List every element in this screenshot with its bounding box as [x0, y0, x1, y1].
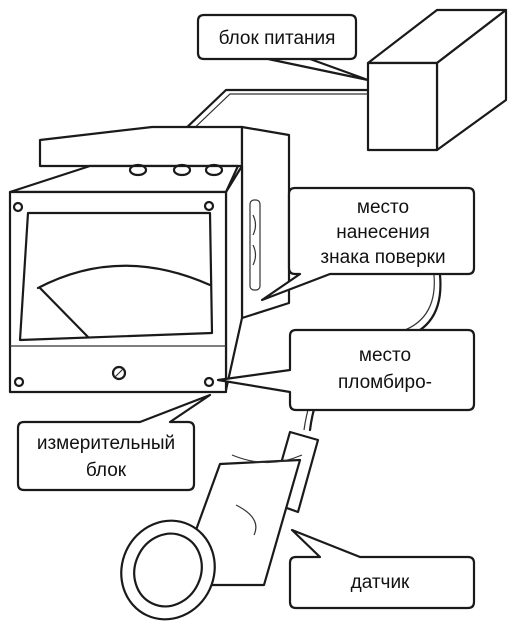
- label-sealing-line1: место: [359, 345, 411, 366]
- label-measuring-line1: измерительный: [37, 433, 175, 454]
- label-verification-line1: место: [357, 197, 409, 218]
- label-measuring-line2: блок: [86, 460, 127, 481]
- label-verification-line3: знака поверки: [320, 247, 445, 268]
- callout-sealing-place: место пломбиро-: [216, 328, 476, 412]
- power-cable: [180, 88, 370, 134]
- callout-measuring-unit: измерительный блок: [16, 393, 212, 492]
- callout-verification-mark: место нанесения знака поверки: [260, 186, 476, 302]
- power-supply-box: [366, 8, 508, 152]
- label-power-supply: блок питания: [219, 28, 336, 49]
- callout-sensor: датчик: [288, 528, 476, 610]
- instrument-body: [8, 125, 291, 394]
- label-verification-line2: нанесения: [336, 222, 430, 243]
- label-sealing-line2: пломбиро-: [338, 372, 432, 393]
- label-sensor: датчик: [351, 572, 410, 593]
- callout-power-supply: блок питания: [196, 13, 370, 82]
- sensor-probe: [120, 430, 320, 621]
